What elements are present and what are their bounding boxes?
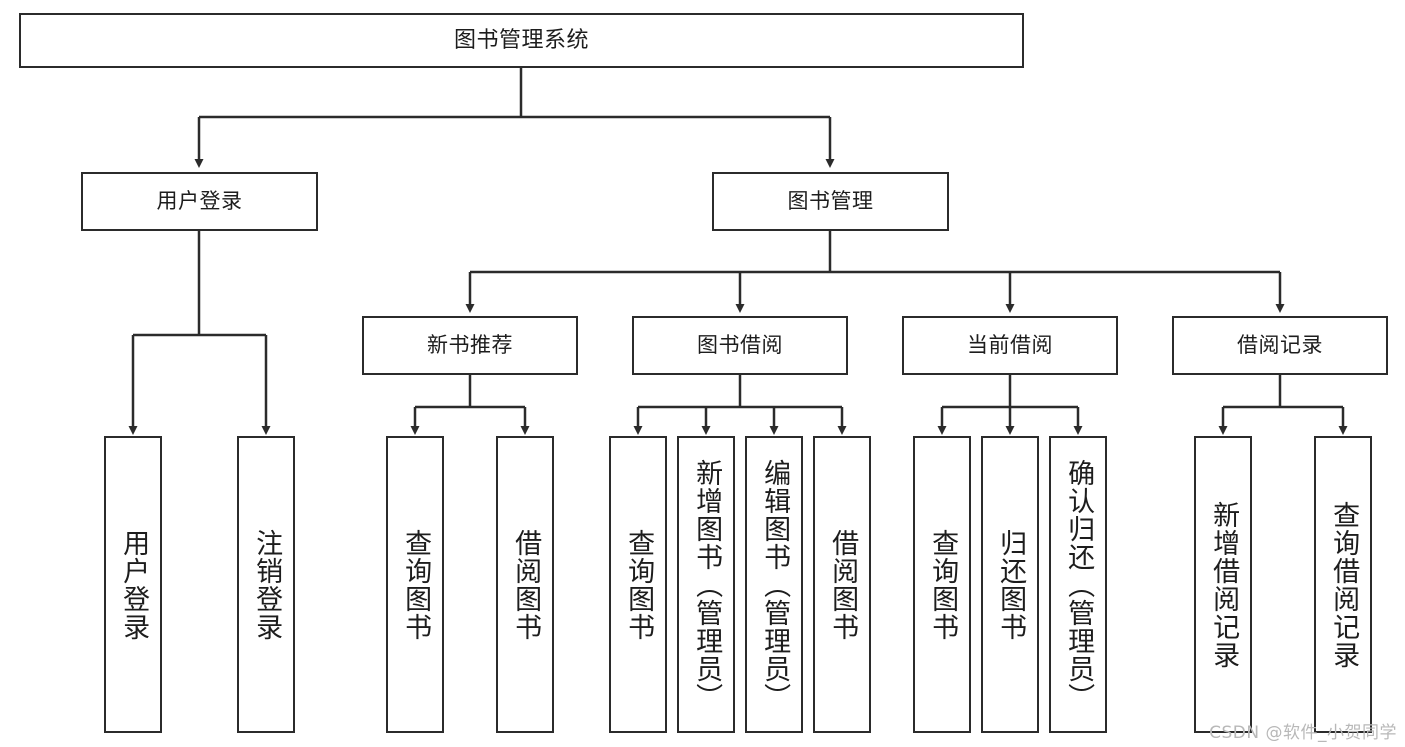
node-label: 当前借阅 bbox=[967, 333, 1053, 357]
leaf-confirm-return-admin[interactable]: 确认归还（管理员） bbox=[1049, 436, 1107, 733]
leaf-query-book-current[interactable]: 查询图书 bbox=[913, 436, 971, 733]
leaf-query-borrow-record[interactable]: 查询借阅记录 bbox=[1314, 436, 1372, 733]
node-book-borrowing[interactable]: 图书借阅 bbox=[632, 316, 848, 375]
leaf-edit-book-admin[interactable]: 编辑图书（管理员） bbox=[745, 436, 803, 733]
node-book-management[interactable]: 图书管理 bbox=[712, 172, 949, 231]
leaf-borrow-book-recommend[interactable]: 借阅图书 bbox=[496, 436, 554, 733]
leaf-logout-login[interactable]: 注销登录 bbox=[237, 436, 295, 733]
node-label: 图书管理系统 bbox=[453, 27, 589, 53]
leaf-borrow-book-borrow[interactable]: 借阅图书 bbox=[813, 436, 871, 733]
node-new-book-recommendation[interactable]: 新书推荐 bbox=[362, 316, 578, 375]
node-label: 归还图书 bbox=[995, 528, 1027, 641]
leaf-query-book-recommend[interactable]: 查询图书 bbox=[386, 436, 444, 733]
node-label: 借阅记录 bbox=[1237, 333, 1323, 357]
leaf-add-borrow-record[interactable]: 新增借阅记录 bbox=[1194, 436, 1252, 733]
node-label: 查询图书 bbox=[927, 528, 959, 641]
node-label: 借阅图书 bbox=[510, 528, 542, 641]
node-label: 借阅图书 bbox=[827, 528, 859, 641]
node-current-borrowing[interactable]: 当前借阅 bbox=[902, 316, 1118, 375]
leaf-return-book[interactable]: 归还图书 bbox=[981, 436, 1039, 733]
node-label: 新书推荐 bbox=[427, 333, 513, 357]
node-label: 确认归还（管理员） bbox=[1063, 458, 1095, 711]
node-book-management-system[interactable]: 图书管理系统 bbox=[19, 13, 1024, 68]
node-label: 查询图书 bbox=[400, 528, 432, 641]
node-label: 图书借阅 bbox=[697, 333, 783, 357]
csdn-watermark: CSDN @软件_小贺同学 bbox=[1209, 723, 1397, 743]
node-label: 编辑图书（管理员） bbox=[759, 458, 791, 711]
node-label: 查询图书 bbox=[623, 528, 655, 641]
node-borrowing-record[interactable]: 借阅记录 bbox=[1172, 316, 1388, 375]
node-label: 新增图书（管理员） bbox=[691, 458, 723, 711]
node-label: 查询借阅记录 bbox=[1328, 500, 1360, 669]
leaf-user-login[interactable]: 用户登录 bbox=[104, 436, 162, 733]
node-label: 用户登录 bbox=[156, 189, 243, 213]
node-label: 图书管理 bbox=[787, 189, 874, 213]
leaf-query-book-borrow[interactable]: 查询图书 bbox=[609, 436, 667, 733]
leaf-add-book-admin[interactable]: 新增图书（管理员） bbox=[677, 436, 735, 733]
node-user-login[interactable]: 用户登录 bbox=[81, 172, 318, 231]
node-label: 新增借阅记录 bbox=[1208, 500, 1240, 669]
node-label: 注销登录 bbox=[251, 528, 283, 641]
node-label: 用户登录 bbox=[118, 528, 150, 641]
